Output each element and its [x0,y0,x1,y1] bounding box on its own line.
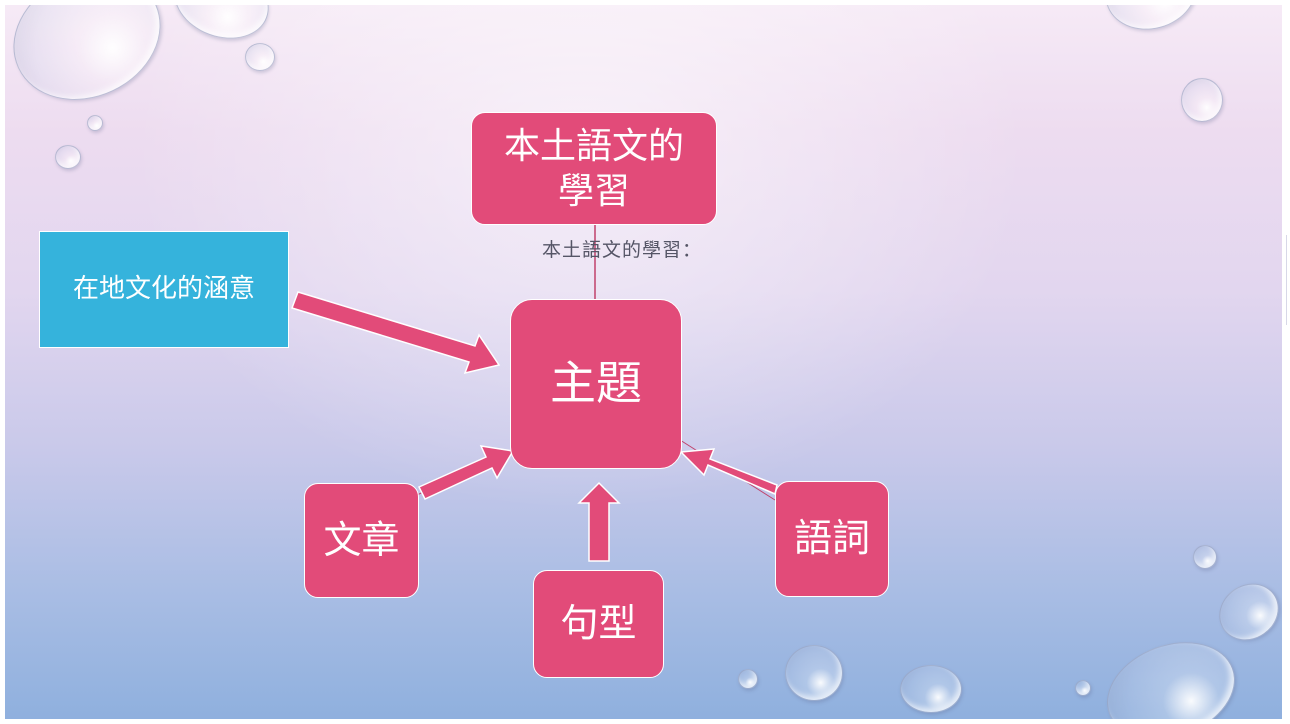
arrow-bottom-right-to-center [679,448,778,496]
top-caption: 本土語文的學習： [542,239,703,261]
water-droplet [245,43,275,71]
water-droplet [87,115,103,131]
node-center-label: 主題 [550,356,642,411]
node-left-local-culture[interactable]: 在地文化的涵意 [39,231,289,348]
water-droplet [738,669,758,689]
water-droplet [1181,78,1223,122]
arrow-bottom-to-center [577,481,621,562]
node-top-label: 本土語文的學習 [503,125,684,212]
water-droplet [55,145,81,169]
node-bottom-left-label: 文章 [323,517,400,562]
slide-canvas: 本土語文的學習 本土語文的學習： 在地文化的涵意 主題 文章 句型 語詞 [5,5,1282,719]
water-droplet [1075,680,1091,696]
node-bottom-left-article[interactable]: 文章 [304,483,419,598]
node-bottom-sentence-pattern[interactable]: 句型 [533,570,664,678]
slide-edge-right [1282,5,1290,719]
arrow-bottom-left-to-center [417,445,515,500]
diagram-arrows [291,224,778,562]
node-left-label: 在地文化的涵意 [72,274,255,305]
node-bottom-right-label: 語詞 [793,516,870,561]
node-top-local-language[interactable]: 本土語文的學習 [471,112,717,225]
node-center-theme[interactable]: 主題 [510,299,682,469]
node-bottom-right-vocabulary[interactable]: 語詞 [775,481,889,597]
slide-edge-marker [1282,235,1287,325]
water-droplet [785,645,843,701]
water-droplet [1193,545,1217,569]
arrow-left-to-center [291,291,501,375]
node-bottom-label: 句型 [560,601,637,646]
water-droplet [900,665,962,713]
